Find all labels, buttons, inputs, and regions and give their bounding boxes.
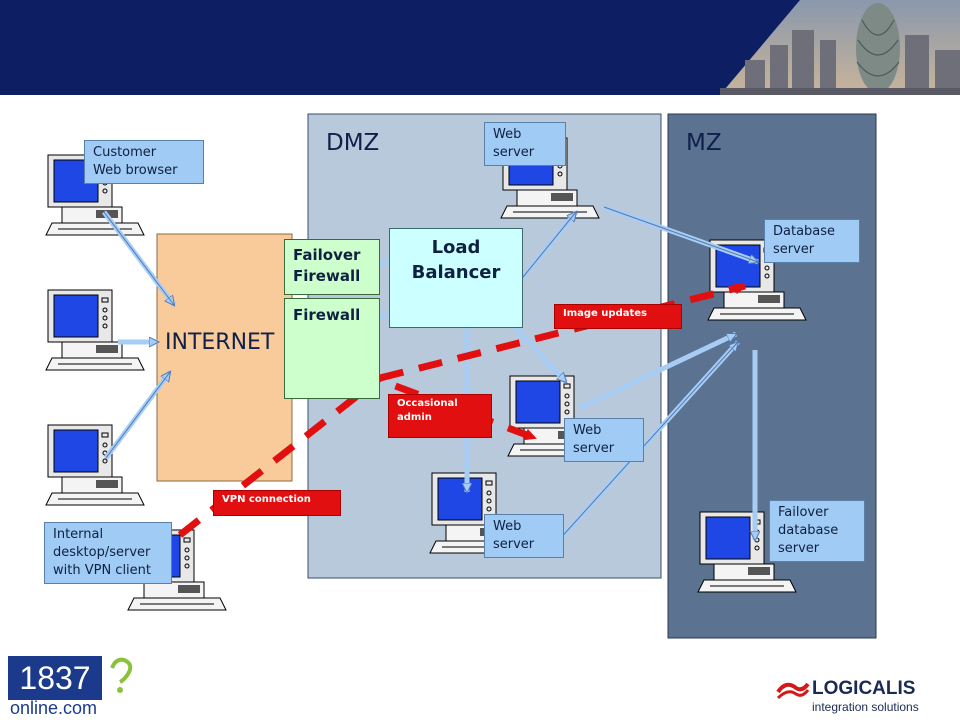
customer-computer-icon (45, 424, 145, 506)
logicalis-swirl-icon (776, 682, 810, 700)
load-balancer-label: Load Balancer (411, 237, 501, 283)
dmz-title: DMZ (326, 130, 380, 156)
web-server-top-label: Web server (484, 122, 566, 166)
web-server-bottom-label: Web server (484, 514, 564, 558)
header-banner (0, 0, 960, 95)
failover-firewall-box: Failover Firewall (284, 239, 380, 295)
image-updates-label: Image updates (554, 304, 682, 329)
question-mark-icon (110, 657, 133, 693)
logo-number-block: 1837 (8, 656, 102, 700)
logo-domain: online.com (10, 698, 98, 718)
failover-database-label: Failover database server (769, 500, 865, 562)
failover-firewall-label: Failover Firewall (293, 246, 361, 285)
firewall-box: Firewall (284, 298, 380, 399)
logicalis-tagline: integration solutions (812, 700, 919, 714)
firewall-label: Firewall (293, 306, 361, 324)
internet-cloud (156, 233, 293, 482)
database-server-label: Database server (764, 219, 860, 263)
internet-title: INTERNET (165, 330, 275, 355)
customer-label: Customer Web browser (84, 140, 204, 184)
occasional-admin-label: Occasional admin (388, 394, 492, 438)
logicalis-name: LOGICALIS (812, 678, 916, 699)
1837online-logo: 1837 online.com (8, 656, 138, 720)
skyline-photo (720, 0, 960, 95)
web-server-mid-label: Web server (564, 418, 644, 462)
mz-title: MZ (686, 130, 722, 156)
customer-computer-icon (45, 289, 145, 371)
vpn-connection-label: VPN connection (213, 490, 341, 516)
logo-number: 1837 (19, 660, 91, 696)
logicalis-logo: LOGICALIS integration solutions (776, 678, 956, 716)
internal-desktop-label: Internal desktop/server with VPN client (44, 522, 172, 584)
load-balancer-box: Load Balancer (389, 228, 523, 328)
